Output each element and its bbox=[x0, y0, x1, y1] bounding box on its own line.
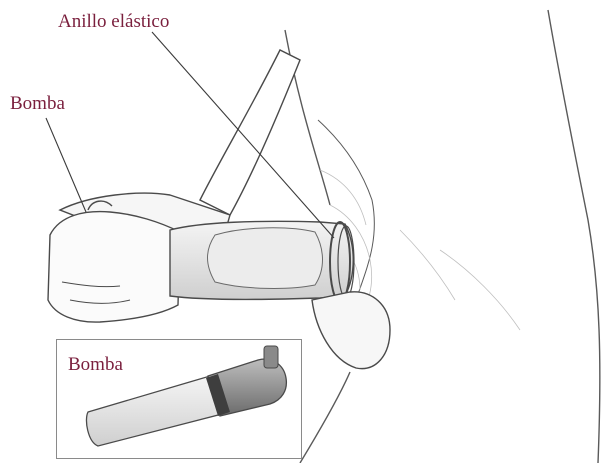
leader-line-pump bbox=[46, 118, 86, 212]
label-inset-pump: Bomba bbox=[68, 355, 123, 374]
scrotum bbox=[312, 292, 390, 369]
label-elastic-ring: Anillo elástico bbox=[58, 12, 169, 31]
label-pump: Bomba bbox=[10, 94, 65, 113]
pump-cylinder bbox=[170, 221, 353, 299]
